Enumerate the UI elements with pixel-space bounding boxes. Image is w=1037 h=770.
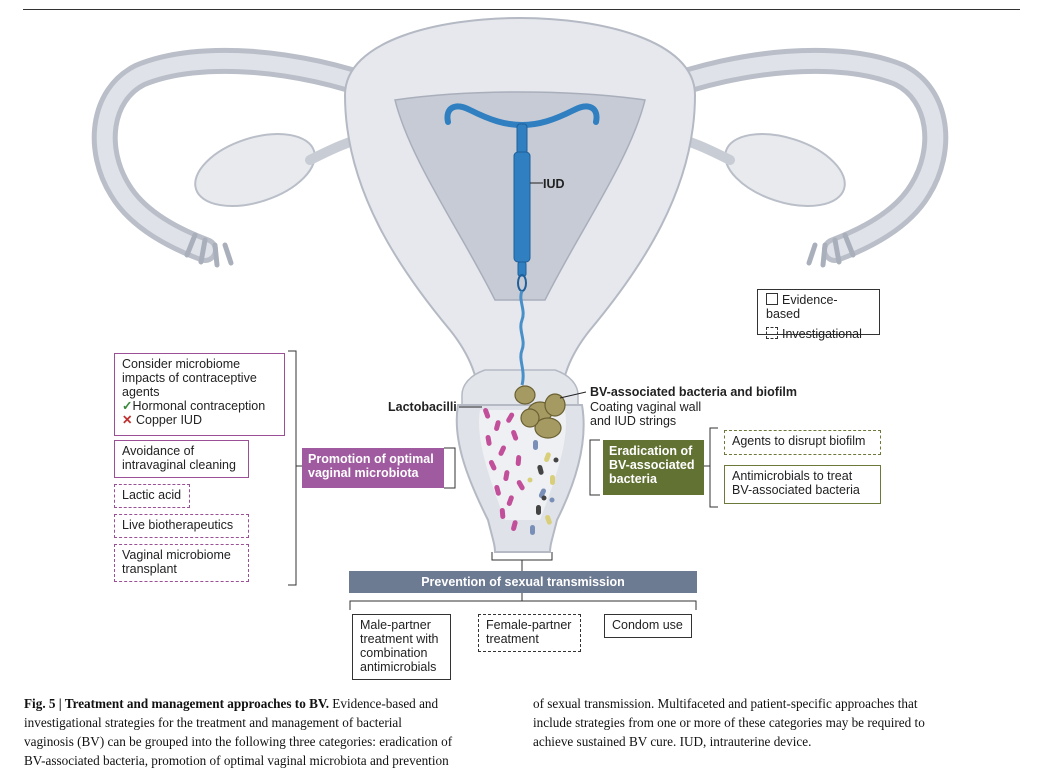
bv-bacteria-label: BV-associated bacteria and biofilm xyxy=(590,385,798,399)
check-icon: ✓ xyxy=(122,399,133,413)
caption-line: vaginosis (BV) can be grouped into the f… xyxy=(24,734,453,749)
prevention-category: Prevention of sexual transmission xyxy=(349,571,697,593)
lactic-acid-box: Lactic acid xyxy=(114,484,190,508)
iud-label: IUD xyxy=(543,177,565,191)
caption-title: Fig. 5 | Treatment and management approa… xyxy=(24,696,329,711)
contraception-box: Consider microbiome impacts of contracep… xyxy=(114,353,285,436)
promotion-category: Promotion of optimal vaginal microbiota xyxy=(302,448,444,488)
copper-item: ✕ Copper IUD xyxy=(122,413,202,427)
caption-line: BV-associated bacteria, promotion of opt… xyxy=(24,753,449,768)
iud xyxy=(444,103,600,386)
caption-column-2: of sexual transmission. Multifaceted and… xyxy=(533,694,1023,751)
caption-column-1: Fig. 5 | Treatment and management approa… xyxy=(24,694,519,770)
biofilm-agents-box: Agents to disrupt biofilm xyxy=(724,430,881,455)
live-biotherapeutics-box: Live biotherapeutics xyxy=(114,514,249,538)
bv-bacteria-sublabel-2: and IUD strings xyxy=(590,414,677,428)
lactobacilli-cluster xyxy=(483,407,525,532)
cross-icon: ✕ xyxy=(122,413,133,427)
legend-evidence: Evidence-based xyxy=(766,293,838,321)
bv-bacteria-sublabel-1: Coating vaginal wall xyxy=(590,400,702,414)
caption-line: achieve sustained BV cure. IUD, intraute… xyxy=(533,734,812,749)
transplant-box: Vaginal microbiome transplant xyxy=(114,544,249,582)
caption-line: investigational strategies for the treat… xyxy=(24,715,402,730)
eradication-category: Eradication of BV-associated bacteria xyxy=(603,440,704,495)
bv-bacteria-cluster xyxy=(527,440,559,535)
right-ovary xyxy=(724,133,846,207)
female-partner-box: Female-partner treatment xyxy=(478,614,581,652)
caption-line: Fig. 5 | Treatment and management approa… xyxy=(24,696,439,711)
dashed-square-icon xyxy=(766,327,778,339)
biofilm xyxy=(514,385,566,439)
hormonal-item: ✓Hormonal contraception xyxy=(122,399,266,413)
caption-line: include strategies from one or more of t… xyxy=(533,715,925,730)
legend-investigational: Investigational xyxy=(766,327,871,341)
left-ovary xyxy=(194,133,316,207)
male-partner-box: Male-partner treatment with combination … xyxy=(352,614,451,680)
condom-box: Condom use xyxy=(604,614,692,638)
left-fimbriae xyxy=(184,232,234,268)
caption-line: of sexual transmission. Multifaceted and… xyxy=(533,696,918,711)
lactobacilli-label: Lactobacilli xyxy=(388,400,457,414)
legend: Evidence-based Investigational xyxy=(757,289,880,341)
cleaning-box: Avoidance of intravaginal cleaning xyxy=(114,440,249,478)
right-fimbriae xyxy=(806,232,856,268)
solid-square-icon xyxy=(766,293,778,305)
top-rule xyxy=(23,9,1020,10)
antimicrobials-box: Antimicrobials to treat BV-associated ba… xyxy=(724,465,881,504)
